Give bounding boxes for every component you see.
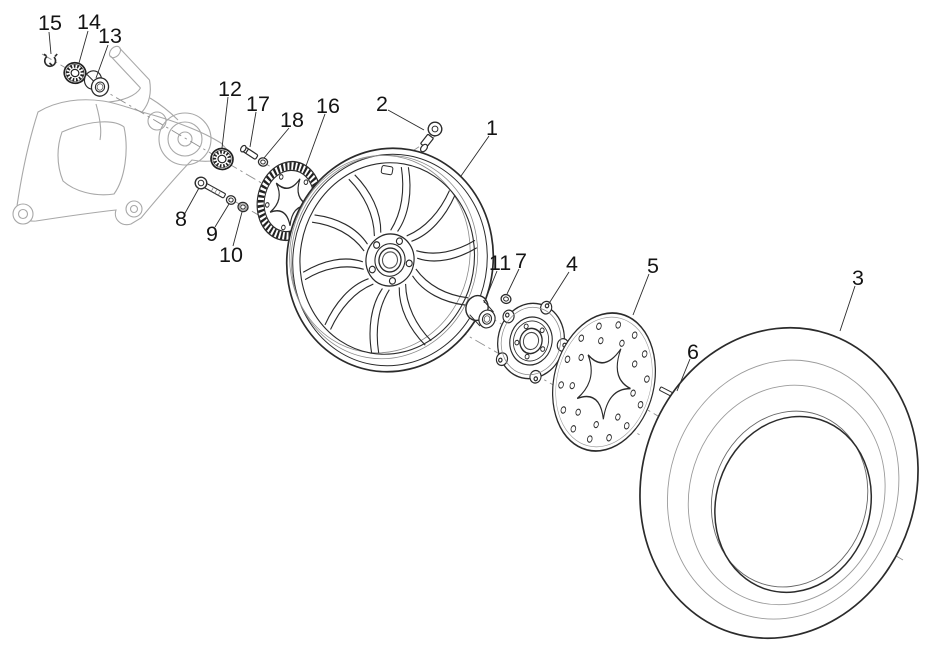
- bearing-14-drawing: [63, 61, 87, 85]
- callout-15-label: 15: [38, 11, 62, 35]
- callout-12-leader: [221, 96, 229, 149]
- callout-12-label: 12: [218, 77, 242, 101]
- callout-11-leader: [483, 270, 498, 304]
- callout-17-label: 17: [246, 92, 270, 116]
- callout-9-leader: [214, 203, 230, 228]
- screw-8-drawing: [194, 176, 226, 199]
- bearing-12-drawing: [210, 147, 234, 171]
- callout-1-label: 1: [486, 116, 498, 140]
- nut-7-drawing: [500, 293, 512, 305]
- washer-9-drawing: [225, 195, 237, 205]
- callout-11-label: 11: [489, 251, 511, 275]
- tyre-valve-drawing: [419, 121, 443, 153]
- callout-16-leader: [305, 113, 326, 167]
- callout-3-label: 3: [852, 266, 864, 290]
- callout-2-label: 2: [376, 92, 388, 116]
- callout-14-label: 14: [77, 10, 101, 34]
- callout-18-leader: [263, 127, 290, 159]
- callout-15-leader: [48, 31, 52, 55]
- wheel-rim-drawing: [285, 147, 495, 373]
- callout-1-leader: [460, 135, 490, 177]
- callout-4-leader: [547, 271, 570, 306]
- callout-2-leader: [387, 109, 425, 131]
- callout-18-label: 18: [280, 108, 304, 132]
- hub-flange-drawing: [493, 298, 570, 385]
- callout-5-label: 5: [647, 254, 659, 278]
- swingarm-drawing: [12, 45, 230, 226]
- callout-13-label: 13: [98, 24, 122, 48]
- callout-14-leader: [78, 30, 89, 64]
- callout-8-leader: [183, 187, 200, 216]
- callout-3-leader: [839, 285, 856, 332]
- callout-16-label: 16: [316, 94, 340, 118]
- tyre-drawing: [639, 326, 919, 640]
- callout-6-leader: [676, 358, 691, 392]
- screw-17-drawing: [239, 144, 259, 160]
- callout-4-label: 4: [566, 252, 578, 276]
- callout-7-leader: [506, 268, 520, 295]
- nut-18-drawing: [257, 157, 269, 167]
- retaining-clip-drawing: [43, 53, 58, 68]
- spacer-bushing-13-drawing: [83, 70, 110, 97]
- callout-17-leader: [249, 111, 257, 148]
- spacer-11-drawing: [465, 294, 496, 329]
- brake-disc-drawing: [551, 312, 657, 452]
- callout-9-label: 9: [206, 222, 218, 246]
- callout-10-label: 10: [219, 243, 243, 267]
- callout-6-label: 6: [687, 340, 699, 364]
- callout-7-label: 7: [515, 249, 527, 273]
- callout-5-leader: [632, 273, 650, 316]
- callouts-layer: 1 2 3 4 5 6 7 8 9 10 11 12 13 14 15 16 1…: [38, 10, 864, 392]
- washer-10-drawing: [237, 201, 249, 213]
- callout-10-leader: [232, 211, 243, 247]
- callout-13-leader: [95, 44, 109, 79]
- callout-8-label: 8: [175, 207, 187, 231]
